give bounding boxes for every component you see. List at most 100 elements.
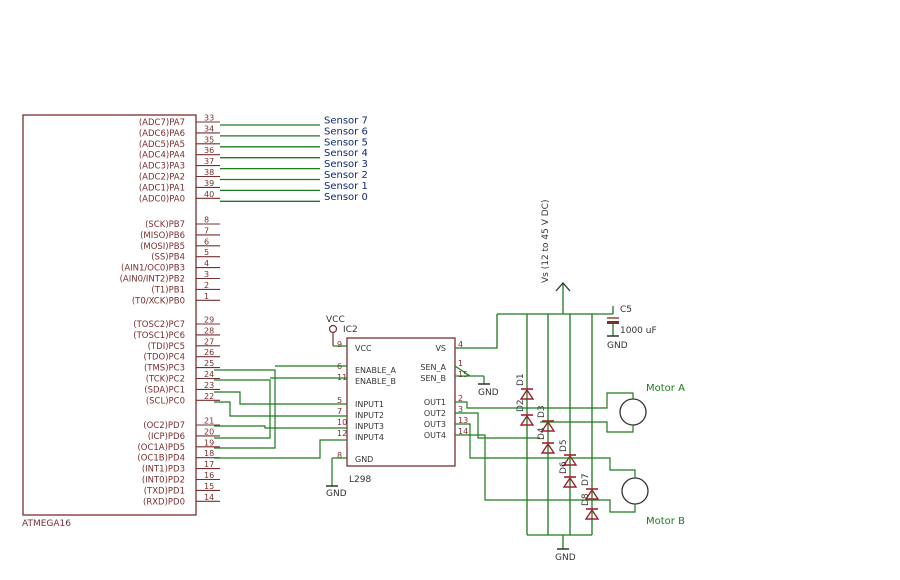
mcu-pin-number: 7	[204, 226, 209, 235]
vs-supply: Vs (12 to 45 V DC)	[541, 200, 571, 314]
driver-left-pin-number: 7	[337, 407, 342, 416]
mcu-pin-number: 33	[204, 114, 214, 123]
mcu-body	[22, 114, 197, 516]
diode-label: D2	[516, 399, 526, 412]
driver-left-pin-number: 8	[337, 451, 342, 460]
cap-ref: C5	[620, 305, 632, 315]
mcu-pin-label: (AIN0/INT2)PB2	[120, 275, 185, 285]
sensor-label: Sensor 6	[324, 126, 368, 137]
sensor-label: Sensor 4	[324, 148, 368, 159]
mcu-pin-number: 22	[204, 392, 214, 401]
mcu-pin-number: 34	[204, 124, 214, 133]
mcu-pin-number: 16	[204, 471, 214, 480]
mcu-pin-label: (AIN1/OC0)PB3	[121, 264, 185, 274]
mcu-pin-label: (TXD)PD1	[144, 486, 185, 496]
mcu-pin-label: (TDI)PC5	[148, 342, 185, 352]
driver-right-pin-number: 1	[458, 359, 463, 368]
bottom-gnd-label: GND	[555, 553, 576, 563]
mcu-pin-number: 37	[204, 157, 214, 166]
mcu-pin-number: 15	[204, 482, 214, 491]
motor-a-label: Motor A	[646, 383, 685, 394]
mcu-pin-number: 6	[204, 237, 209, 246]
mcu-pin-number: 4	[204, 259, 209, 268]
driver-right-pin-number: 14	[458, 427, 468, 436]
mcu-pin-number: 8	[204, 216, 209, 225]
capacitor-c5: C5 1000 uF GND	[607, 305, 657, 351]
mcu-pin-label: (ADC1)PA1	[139, 183, 185, 193]
driver-right-pin-label: SEN_A	[420, 363, 446, 372]
diode-symbol	[519, 388, 535, 400]
mcu-pin-label: (SDA)PC1	[144, 385, 185, 395]
mcu-pin-number: 14	[204, 493, 214, 502]
driver-right-pin-number: 15	[458, 370, 468, 379]
mcu-pin-label: (OC1B)PD4	[137, 454, 185, 464]
mcu-pin-number: 38	[204, 168, 214, 177]
diode-label: D4	[537, 427, 547, 440]
vs-label: Vs (12 to 45 V DC)	[541, 200, 551, 283]
diode-symbol	[540, 442, 556, 454]
driver-left-pin-label: ENABLE_B	[355, 377, 396, 386]
mcu-pin-number: 39	[204, 179, 214, 188]
mcu-pin-number: 3	[204, 270, 209, 279]
driver-right-pin-label: OUT3	[424, 420, 446, 429]
driver-ref: IC2	[343, 325, 358, 335]
mcu-pin-number: 35	[204, 135, 214, 144]
diode-label: D7	[581, 473, 591, 486]
mcu-pin-label: (MISO)PB6	[140, 231, 185, 241]
mcu-pin-number: 5	[204, 248, 209, 257]
diode-label: D3	[537, 405, 547, 418]
driver-pins: VCC9ENABLE_A6ENABLE_B11INPUT15INPUT27INP…	[337, 340, 468, 464]
mcu-pin-number: 26	[204, 348, 214, 357]
mcu-pin-label: (ADC6)PA6	[139, 129, 185, 139]
driver-name: L298	[349, 475, 371, 485]
mcu-pin-label: (TOSC1)PC6	[133, 331, 185, 341]
mcu-pin-label: (ADC0)PA0	[139, 194, 185, 204]
mcu-pin-label: (TMS)PC3	[144, 364, 185, 374]
motor-b: Motor B	[570, 457, 685, 527]
mcu-pin-label: (SS)PB4	[151, 253, 185, 263]
mcu-pin-label: (OC2)PD7	[143, 421, 185, 431]
driver-left-pin-label: INPUT3	[355, 422, 384, 431]
driver-left-pin-number: 5	[337, 396, 342, 405]
mcu-pin-number: 27	[204, 337, 214, 346]
driver-left-pin-number: 12	[337, 429, 347, 438]
mcu-pin-label: (RXD)PD0	[143, 497, 185, 507]
sensor-label: Sensor 2	[324, 170, 368, 181]
mcu-pin-number: 40	[204, 190, 214, 199]
mcu-pin-number: 17	[204, 460, 214, 469]
mcu-pin-label: (INT1)PD3	[142, 465, 185, 475]
mcu-pin-label: (ADC4)PA4	[139, 151, 185, 161]
diode-symbol	[540, 420, 556, 432]
vcc-symbol	[328, 324, 338, 334]
mcu-pin-label: (SCK)PB7	[145, 220, 185, 230]
mcu-pin-label: (SCL)PC0	[146, 396, 185, 406]
driver-left-pin-number: 9	[337, 340, 342, 349]
mcu-pin-label: (INT0)PD2	[142, 476, 185, 486]
diode-label: D6	[559, 461, 569, 474]
mcu-pin-number: 23	[204, 381, 214, 390]
driver-left-pin-number: 10	[337, 418, 347, 427]
diode-symbol	[562, 454, 578, 466]
mcu-pin-number: 1	[204, 292, 209, 301]
mcu-pin-label: (TDO)PC4	[143, 353, 185, 363]
mcu-pin-label: (T1)PB1	[151, 285, 185, 295]
mcu-pin-number: 24	[204, 370, 214, 379]
driver-right-pin-number: 13	[458, 416, 468, 425]
diode-symbol	[584, 488, 600, 500]
mcu-pin-number: 2	[204, 281, 209, 290]
mcu-pin-label: (ADC3)PA3	[139, 162, 185, 172]
mcu-pin-label: (OC1A)PD5	[137, 443, 185, 453]
driver-right-pin-number: 2	[458, 394, 463, 403]
diode-symbol	[584, 508, 600, 520]
cap-value: 1000 uF	[620, 326, 657, 336]
mcu-driver-wires	[214, 365, 347, 459]
driver-left-pin-label: INPUT4	[355, 433, 384, 442]
driver-right-pin-label: OUT4	[424, 431, 446, 440]
diode-symbol	[562, 476, 578, 488]
mcu-pin-number: 21	[204, 417, 214, 426]
mcu-pin-label: (MOSI)PB5	[140, 242, 185, 252]
cap-gnd-label: GND	[607, 341, 628, 351]
